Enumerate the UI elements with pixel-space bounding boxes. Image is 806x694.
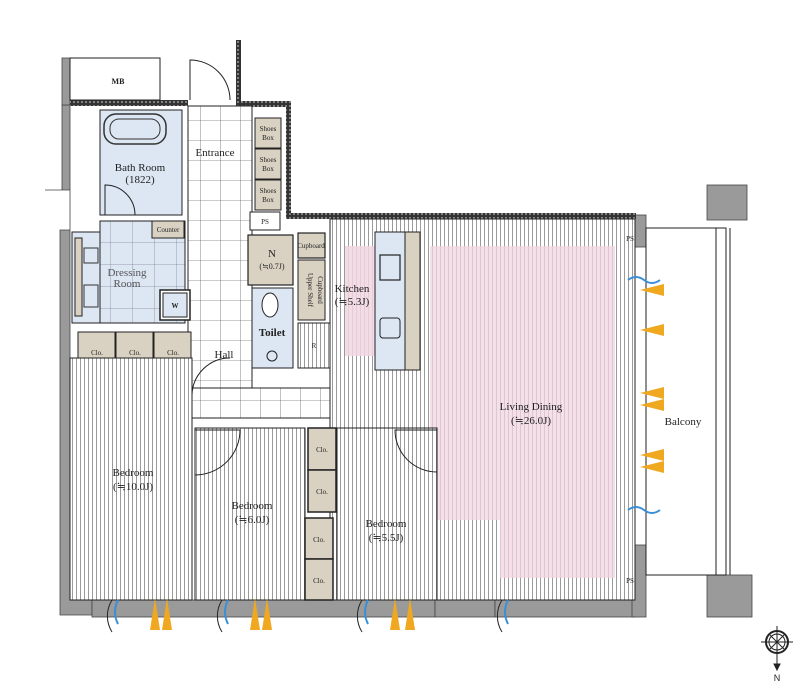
- kitchen-size: (≒5.3J): [335, 296, 370, 308]
- fridge-label: R: [312, 342, 317, 350]
- ps-label: PS: [261, 218, 269, 226]
- closet-label: Clo.: [129, 349, 141, 357]
- ps-label: PS: [626, 577, 634, 585]
- n-room-size: (≒0.7J): [259, 262, 284, 271]
- structural-walls: [70, 40, 636, 219]
- closet-label: Clo.: [167, 349, 179, 357]
- meter-box: [69, 57, 161, 101]
- bath-room-label: Bath Room: [115, 162, 166, 174]
- closet-label: Clo.: [91, 349, 103, 357]
- window-light-arrows: [150, 284, 664, 630]
- dressing-room-label-2: Room: [114, 278, 141, 290]
- entrance-floor: [187, 105, 253, 417]
- bedroom-3: [336, 427, 438, 601]
- shoes-box-label: Box: [262, 196, 274, 204]
- shoes-box-label: Box: [262, 165, 274, 173]
- closet-label: Clo.: [316, 446, 328, 454]
- shoes-box-label: Box: [262, 134, 274, 142]
- bath-door: [104, 184, 136, 216]
- stove-icon: [379, 254, 401, 281]
- wind-wave-icons: [114, 276, 661, 625]
- n-room-label: N: [268, 248, 276, 260]
- north-label: N: [774, 673, 781, 683]
- counter-label: Counter: [157, 226, 180, 234]
- cupboard-label: Cupboard: [297, 242, 325, 250]
- living-dining-size: (≒26.0J): [511, 415, 551, 427]
- cupboard: [297, 232, 326, 259]
- hall-label: Hall: [215, 349, 234, 361]
- bedroom-1: [69, 357, 193, 601]
- washer-label: W: [172, 302, 179, 310]
- bedroom-closets: Clo. Clo. Clo. Clo.: [304, 427, 337, 601]
- dressing-room-label: Dressing: [107, 267, 147, 279]
- floor-drain-icon: [266, 350, 278, 362]
- sink-icon: [379, 317, 401, 339]
- bottom-windows: [106, 599, 503, 633]
- upper-shelf-cupboard: [297, 259, 326, 321]
- kitchen-label: Kitchen: [335, 283, 370, 295]
- bedroom-2: [194, 427, 306, 601]
- counter: [151, 220, 185, 239]
- upper-shelf-label: Upper Shelf: [306, 273, 314, 308]
- shoes-box-label: Shoes: [260, 156, 277, 164]
- shoes-boxes: Shoes Box Shoes Box Shoes Box: [254, 117, 282, 211]
- shoes-box-label: Shoes: [260, 187, 277, 195]
- bedroom-3-size: (≒5.5J): [369, 532, 404, 544]
- living-dining-label: Living Dining: [500, 401, 563, 413]
- upper-cupboard-label: Cupboard: [316, 276, 324, 304]
- bedroom-1-size: (≒10.0J): [113, 481, 153, 493]
- exterior-walls: [45, 57, 753, 618]
- kitchen-highlight: [345, 246, 378, 356]
- closet-label: Clo.: [313, 536, 325, 544]
- closet-label: Clo.: [313, 577, 325, 585]
- shoes-box-label: Shoes: [260, 125, 277, 133]
- entrance-door: [189, 59, 231, 101]
- bedroom-doors: [191, 357, 438, 476]
- bathtub-icon: [103, 113, 167, 145]
- closet-label: Clo.: [316, 488, 328, 496]
- bedroom-1-label: Bedroom: [113, 467, 154, 479]
- compass-rose-icon: [761, 626, 793, 672]
- bedroom-2-size: (≒6.0J): [235, 514, 270, 526]
- fridge-space: [297, 322, 331, 369]
- toilet-bowl-icon: [261, 292, 279, 318]
- pipe-space: [249, 211, 281, 231]
- balcony-label: Balcony: [665, 416, 702, 428]
- kitchen-counter: [374, 231, 406, 371]
- bedroom-3-label: Bedroom: [366, 518, 407, 530]
- toilet-label: Toilet: [259, 327, 286, 339]
- living-highlight: [430, 246, 615, 578]
- mb-label: MB: [112, 77, 126, 86]
- n-room: [247, 234, 294, 286]
- ps-label: PS: [626, 235, 634, 243]
- bath-room-size: (1822): [125, 174, 155, 186]
- bedroom-2-label: Bedroom: [232, 500, 273, 512]
- entrance-label: Entrance: [195, 147, 234, 159]
- closets-row: Clo. Clo. Clo.: [77, 331, 192, 359]
